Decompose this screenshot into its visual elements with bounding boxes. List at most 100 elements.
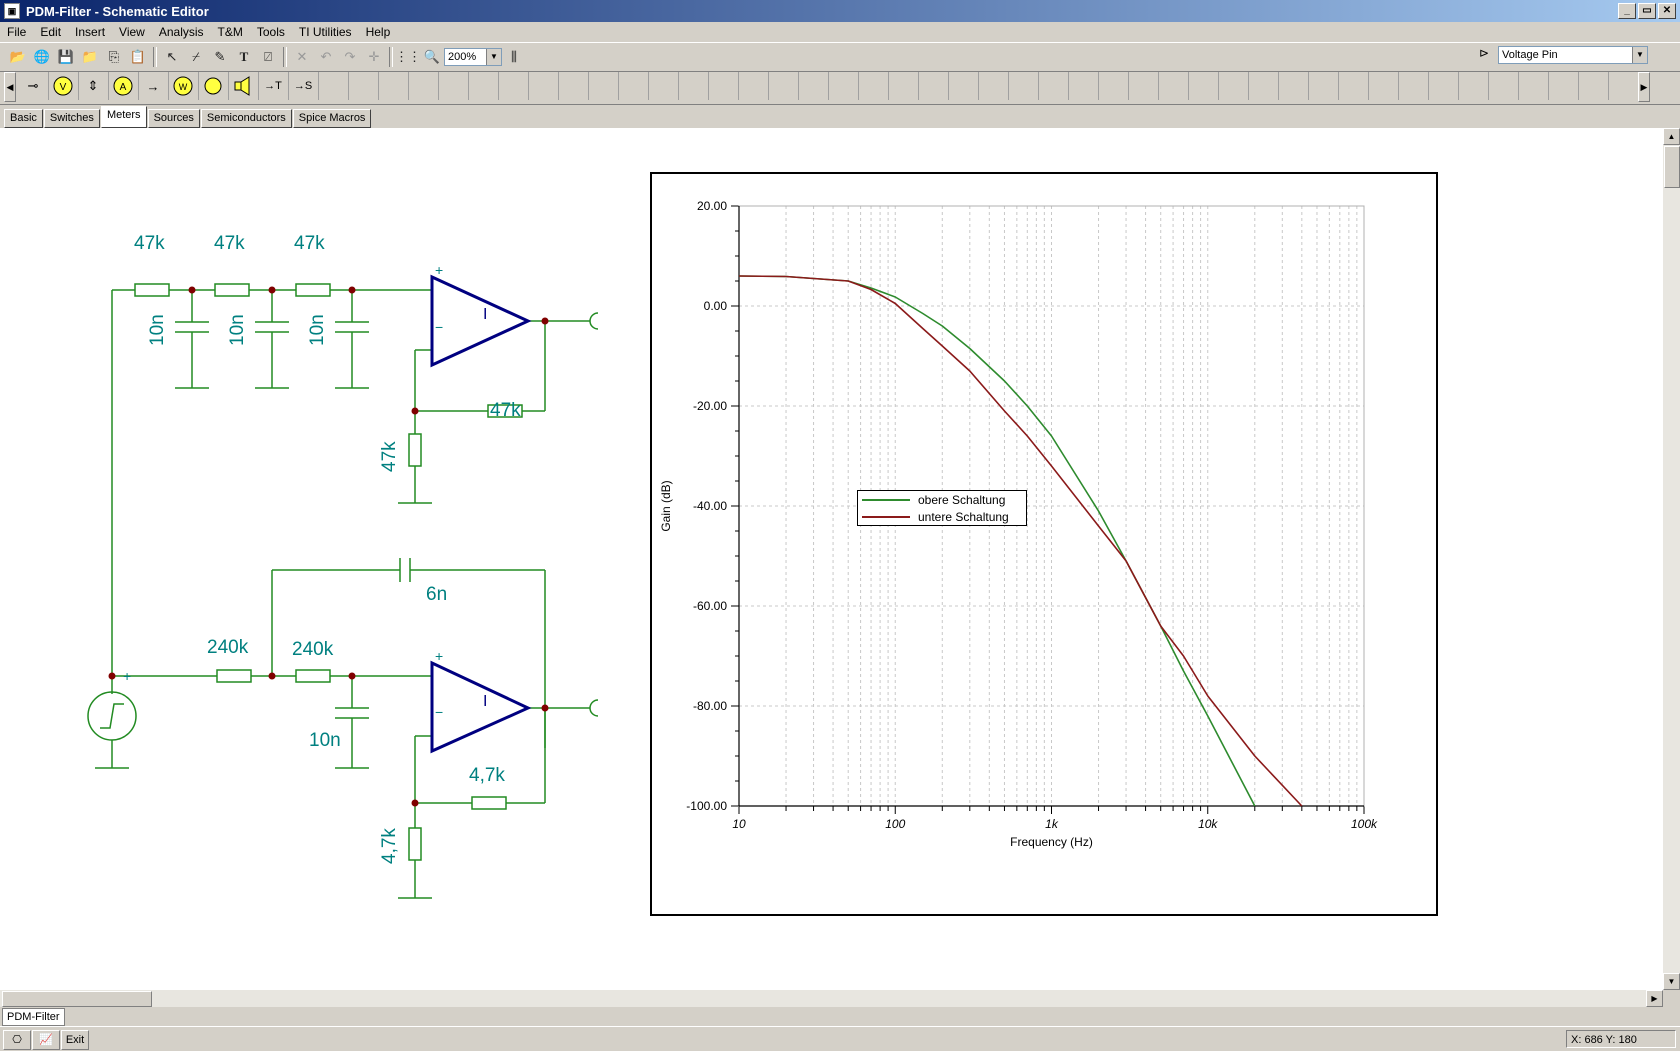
palette-empty-slot[interactable] (1398, 72, 1429, 100)
maximize-button[interactable]: ▭ (1638, 3, 1656, 19)
ammeter-icon[interactable]: A (108, 72, 139, 100)
wire-icon[interactable]: ⌿ (192, 49, 200, 64)
horizontal-scrollbar[interactable]: ▶ (0, 990, 1663, 1007)
palette-empty-slot[interactable] (1518, 72, 1549, 100)
web-icon[interactable]: 🌐 (33, 49, 51, 64)
palette-empty-slot[interactable] (1008, 72, 1039, 100)
palette-pin-t[interactable]: →T (258, 72, 289, 100)
palette-empty-slot[interactable] (498, 72, 529, 100)
save-icon[interactable]: 💾 (57, 49, 75, 64)
schematic-view-icon[interactable]: ⎔ (3, 1030, 31, 1050)
tab-switches[interactable]: Switches (43, 109, 100, 128)
zoom-select[interactable]: 200% ▼ (444, 48, 502, 66)
menu-tm[interactable]: T&M (217, 25, 243, 39)
menu-tools[interactable]: Tools (256, 25, 285, 39)
palette-empty-slot[interactable] (1248, 72, 1279, 100)
palette-empty-slot[interactable] (858, 72, 889, 100)
palette-empty-slot[interactable] (1308, 72, 1339, 100)
pencil-icon[interactable]: ✎ (214, 49, 226, 64)
palette-empty-slot[interactable] (648, 72, 679, 100)
scroll-right-icon[interactable]: ▶ (1646, 990, 1663, 1007)
palette-empty-slot[interactable] (1548, 72, 1579, 100)
tab-basic[interactable]: Basic (4, 109, 43, 128)
component-properties-icon[interactable]: ⫼ (511, 49, 517, 64)
palette-empty-slot[interactable] (1428, 72, 1459, 100)
palette-pin-s[interactable]: →S (288, 72, 319, 100)
junction-icon[interactable]: ✛ (368, 49, 380, 64)
undo-icon[interactable]: ↶ (320, 49, 332, 64)
palette-empty-slot[interactable] (1128, 72, 1159, 100)
diagram-view-icon[interactable]: 📈 (32, 1030, 60, 1050)
palette-empty-slot[interactable] (588, 72, 619, 100)
tab-semiconductors[interactable]: Semiconductors (200, 109, 292, 128)
palette-empty-slot[interactable] (1578, 72, 1609, 100)
palette-scroll-left[interactable]: ◀ (4, 72, 16, 102)
palette-empty-slot[interactable] (1188, 72, 1219, 100)
voltmeter-icon[interactable]: V (48, 72, 79, 100)
palette-empty-slot[interactable] (918, 72, 949, 100)
palette-empty-slot[interactable] (1038, 72, 1069, 100)
palette-empty-slot[interactable] (888, 72, 919, 100)
delete-icon[interactable]: ✕ (296, 49, 308, 64)
component-select[interactable]: Voltage Pin ▼ (1498, 46, 1648, 64)
palette-empty-slot[interactable] (348, 72, 379, 100)
tab-sources[interactable]: Sources (147, 109, 200, 128)
palette-empty-slot[interactable] (1098, 72, 1129, 100)
tab-spice-macros[interactable]: Spice Macros (292, 109, 372, 128)
zoom-icon[interactable]: 🔍 (423, 49, 441, 64)
minimize-button[interactable]: _ (1618, 3, 1636, 19)
palette-empty-slot[interactable] (1458, 72, 1489, 100)
palette-empty-slot[interactable] (708, 72, 739, 100)
redo-icon[interactable]: ↷ (344, 49, 356, 64)
lamp-icon[interactable] (198, 72, 229, 100)
chevron-down-icon[interactable]: ▼ (1632, 47, 1647, 63)
palette-empty-slot[interactable] (1068, 72, 1099, 100)
tab-meters[interactable]: Meters (100, 106, 147, 128)
palette-empty-slot[interactable] (618, 72, 649, 100)
palette-empty-slot[interactable] (438, 72, 469, 100)
schematic-canvas[interactable]: 47k 47k 47k 10n 10n 10n 47k 47k I + − 24… (0, 128, 1663, 990)
menu-ti-utilities[interactable]: TI Utilities (298, 25, 352, 39)
menu-edit[interactable]: Edit (40, 25, 62, 39)
menu-view[interactable]: View (119, 25, 145, 39)
palette-empty-slot[interactable] (1158, 72, 1189, 100)
palette-empty-slot[interactable] (1338, 72, 1369, 100)
palette-empty-slot[interactable] (1368, 72, 1399, 100)
palette-empty-slot[interactable] (558, 72, 589, 100)
vertical-scroll-thumb[interactable] (1664, 146, 1680, 188)
palette-empty-slot[interactable] (378, 72, 409, 100)
horizontal-scroll-thumb[interactable] (2, 991, 152, 1007)
open-icon[interactable]: 📁 (81, 49, 99, 64)
close-button[interactable]: ✕ (1658, 3, 1676, 19)
palette-empty-slot[interactable] (1488, 72, 1519, 100)
palette-empty-slot[interactable] (738, 72, 769, 100)
grid-icon[interactable]: ⋮⋮ (395, 49, 421, 64)
current-arrow-icon[interactable]: → (138, 72, 169, 100)
palette-empty-slot[interactable] (528, 72, 559, 100)
palette-empty-slot[interactable] (948, 72, 979, 100)
vertical-scrollbar[interactable]: ▲ ▼ (1663, 128, 1680, 990)
palette-empty-slot[interactable] (768, 72, 799, 100)
palette-empty-slot[interactable] (828, 72, 859, 100)
palette-empty-slot[interactable] (1218, 72, 1249, 100)
menu-insert[interactable]: Insert (75, 25, 106, 39)
graphics-icon[interactable]: ⍁ (264, 49, 272, 64)
scroll-up-icon[interactable]: ▲ (1663, 128, 1680, 145)
palette-empty-slot[interactable] (678, 72, 709, 100)
chevron-down-icon[interactable]: ▼ (486, 49, 501, 65)
ammeter-probe-icon[interactable]: ⊸ (18, 72, 49, 100)
palette-empty-slot[interactable] (408, 72, 439, 100)
paste-icon[interactable]: 📋 (129, 49, 147, 64)
speaker-icon[interactable] (228, 72, 259, 100)
place-pin-icon[interactable]: ⊳ (1478, 46, 1490, 60)
exit-button[interactable]: Exit (61, 1030, 89, 1050)
app-icon[interactable]: ▣ (4, 3, 20, 19)
doc-tab-pdm-filter[interactable]: PDM-Filter (2, 1008, 65, 1026)
palette-scroll-right[interactable]: ▶ (1638, 72, 1650, 102)
open-folder-icon[interactable]: 📂 (9, 49, 27, 64)
scroll-down-icon[interactable]: ▼ (1663, 973, 1680, 990)
select-arrow-icon[interactable]: ↖ (166, 49, 178, 64)
wattmeter-icon[interactable]: W (168, 72, 199, 100)
palette-empty-slot[interactable] (1278, 72, 1309, 100)
